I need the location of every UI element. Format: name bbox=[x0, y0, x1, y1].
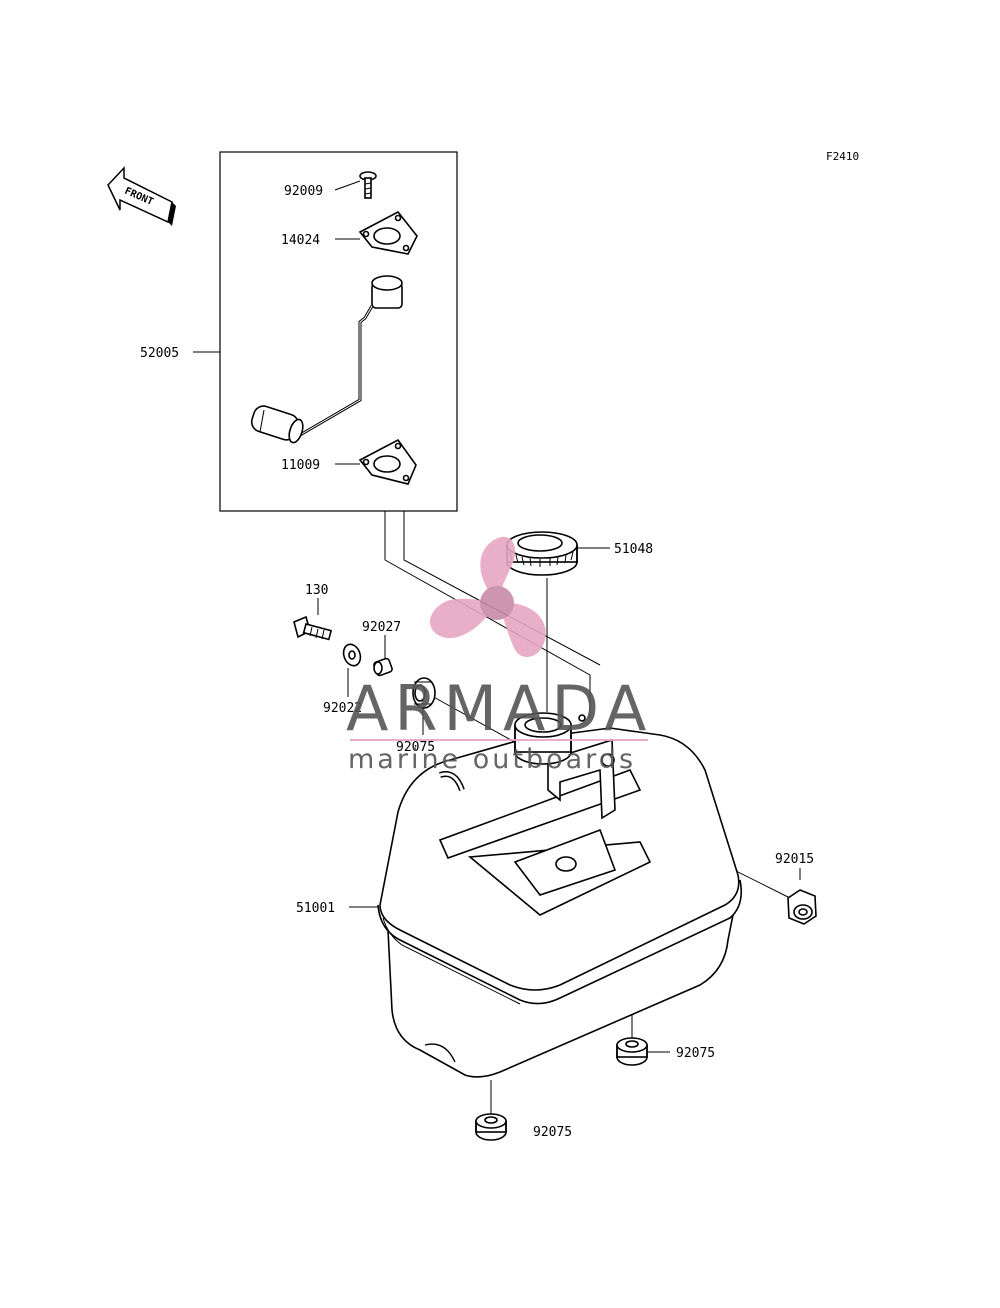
label-92009: 92009 bbox=[284, 184, 323, 199]
fuel-cap-51048-icon bbox=[506, 531, 578, 576]
label-11009: 11009 bbox=[281, 458, 320, 473]
label-92075-upper: 92075 bbox=[396, 740, 435, 755]
grommet-92075-upper-icon bbox=[412, 677, 436, 709]
fuel-tank-51001-icon bbox=[377, 712, 743, 1078]
label-92075-right: 92075 bbox=[676, 1046, 715, 1061]
screw-92009-icon bbox=[359, 171, 377, 199]
assembly-box bbox=[219, 151, 458, 512]
label-14024: 14024 bbox=[281, 233, 320, 248]
washer-92022-icon bbox=[342, 643, 362, 667]
label-92027: 92027 bbox=[362, 620, 401, 635]
label-92075-bottom: 92075 bbox=[533, 1125, 572, 1140]
gasket-11009-icon bbox=[358, 438, 417, 485]
label-130: 130 bbox=[305, 583, 328, 598]
label-51001: 51001 bbox=[296, 901, 335, 916]
label-52005: 52005 bbox=[140, 346, 179, 361]
fuel-gauge-sender-icon bbox=[250, 275, 403, 444]
grommet-92075-right-icon bbox=[616, 1037, 648, 1066]
propeller-logo-icon bbox=[429, 536, 546, 658]
figure-code: F2410 bbox=[826, 150, 859, 163]
label-51048: 51048 bbox=[614, 542, 653, 557]
gasket-14024-icon bbox=[358, 210, 418, 255]
watermark-brand: ARMADA bbox=[346, 672, 652, 745]
front-arrow-icon: FRONT bbox=[107, 166, 176, 226]
grommet-92075-bottom-icon bbox=[475, 1113, 507, 1141]
watermark-tagline: marine outboards bbox=[348, 744, 636, 775]
label-92015: 92015 bbox=[775, 852, 814, 867]
collar-92027-icon bbox=[373, 657, 393, 677]
nut-92015-icon bbox=[787, 889, 817, 925]
bolt-130-icon bbox=[293, 615, 333, 641]
watermark: ARMADA marine outboards bbox=[346, 536, 652, 775]
label-92022: 92022 bbox=[323, 701, 362, 716]
